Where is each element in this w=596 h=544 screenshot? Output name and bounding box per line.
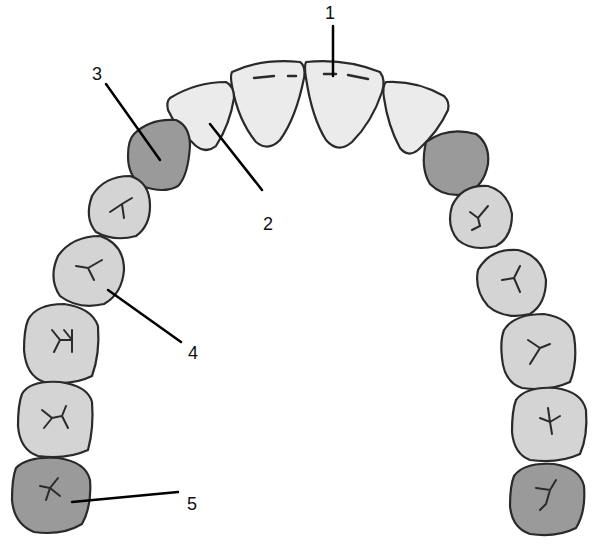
callout-number: 5: [185, 494, 199, 514]
incisal-mark: [254, 74, 368, 79]
callout-number: 3: [90, 64, 104, 84]
third-molar: [12, 458, 90, 533]
third-molar: [510, 464, 584, 535]
molar: [24, 304, 98, 383]
central-incisor: [305, 61, 384, 147]
molar: [501, 314, 575, 389]
leader-line: [72, 26, 333, 502]
molar: [512, 388, 586, 461]
fissure: [40, 198, 560, 510]
premolar: [89, 176, 150, 238]
callout-number: 2: [261, 214, 275, 234]
molar: [18, 382, 93, 457]
callout-number: 1: [323, 3, 337, 23]
premolar: [450, 186, 512, 248]
callout-number: 4: [186, 343, 200, 363]
central-incisor: [231, 61, 305, 146]
premolar: [477, 250, 546, 316]
